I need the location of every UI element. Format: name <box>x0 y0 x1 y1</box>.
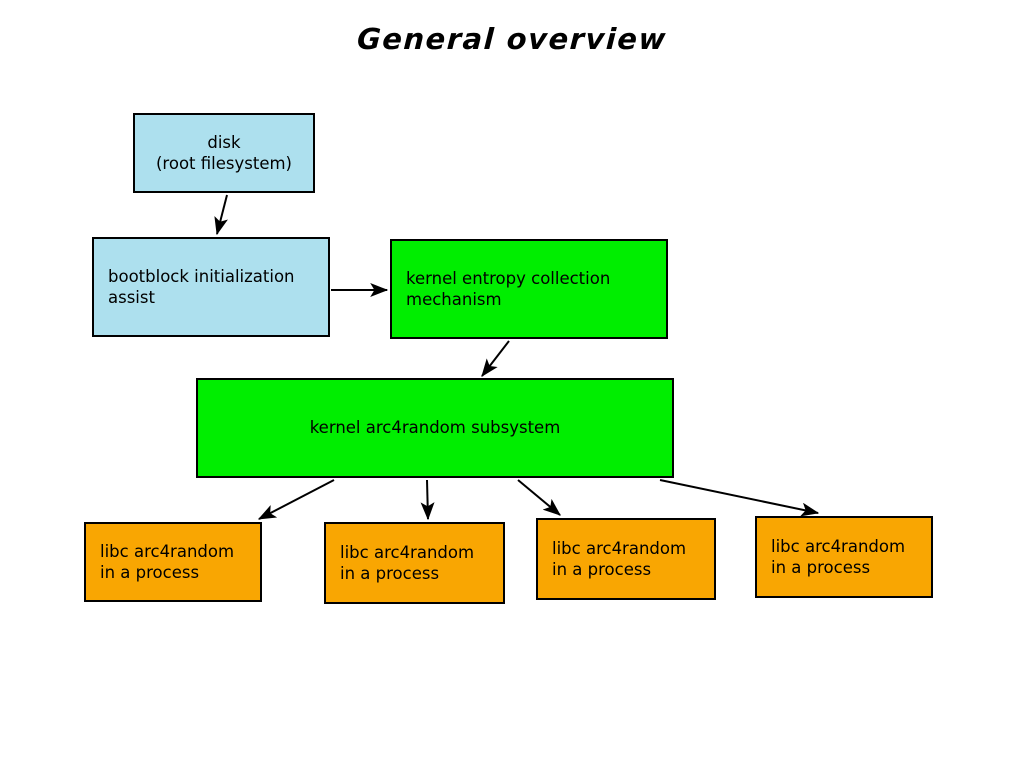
edge-arc4random-to-libc-4 <box>659 479 820 517</box>
edge-entropy-to-arc4random <box>481 340 510 377</box>
node-label: kernel entropy collection mechanism <box>406 268 611 309</box>
edge-disk-to-bootblock <box>214 194 228 236</box>
edge-arc4random-to-libc-3 <box>517 479 561 516</box>
node-label: disk (root filesystem) <box>156 132 292 173</box>
node-libc-4[interactable]: libc arc4random in a process <box>755 516 933 598</box>
node-libc-2[interactable]: libc arc4random in a process <box>324 522 505 604</box>
edge-arc4random-to-libc-2 <box>420 479 435 521</box>
node-label: libc arc4random in a process <box>100 541 235 582</box>
node-disk[interactable]: disk (root filesystem) <box>133 113 315 193</box>
node-kernel-entropy[interactable]: kernel entropy collection mechanism <box>390 239 668 339</box>
node-kernel-arc4random[interactable]: kernel arc4random subsystem <box>196 378 674 478</box>
node-libc-3[interactable]: libc arc4random in a process <box>536 518 716 600</box>
node-bootblock[interactable]: bootblock initialization assist <box>92 237 330 337</box>
edge-arc4random-to-libc-1 <box>257 479 335 520</box>
node-label: libc arc4random in a process <box>771 536 906 577</box>
node-label: libc arc4random in a process <box>340 542 475 583</box>
page-title: General overview <box>356 22 668 56</box>
node-label: bootblock initialization assist <box>108 266 295 307</box>
node-libc-1[interactable]: libc arc4random in a process <box>84 522 262 602</box>
node-label: libc arc4random in a process <box>552 538 687 579</box>
node-label: kernel arc4random subsystem <box>309 418 561 438</box>
